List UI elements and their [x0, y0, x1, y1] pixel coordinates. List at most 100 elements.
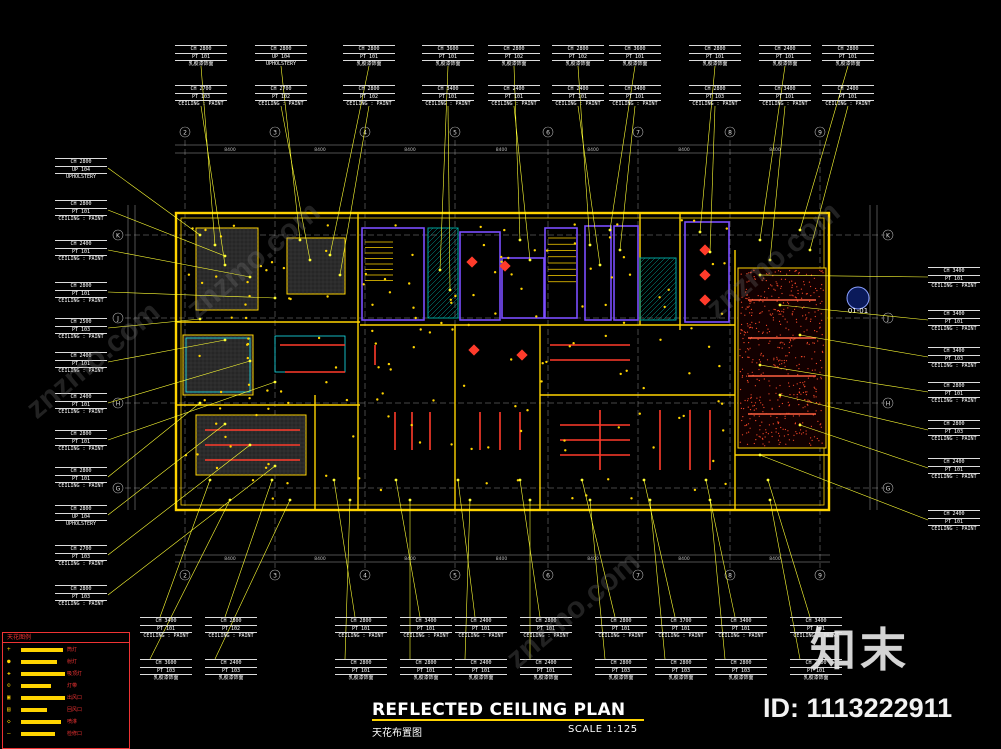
downlight: [451, 328, 454, 331]
feature-dot: [746, 273, 748, 275]
feature-dot: [773, 357, 775, 359]
hatch-line: [639, 257, 661, 279]
feature-dot: [755, 327, 758, 329]
tag-material-code: PT 102: [205, 626, 257, 633]
tag-ceiling-height: CH 3400: [609, 85, 661, 94]
tag-material-code: PT 101: [928, 467, 980, 474]
downlight: [449, 298, 452, 301]
downlight: [503, 228, 506, 232]
tag-material-code: PT 101: [595, 626, 647, 633]
legend-symbol: ●: [7, 658, 11, 665]
feature-dot: [807, 368, 809, 370]
feature-dot: [739, 355, 741, 357]
feature-dot: [748, 349, 750, 351]
feature-dot: [753, 442, 755, 445]
feature-dot: [751, 314, 753, 317]
feature-dot: [778, 320, 781, 322]
grid-bubble: [112, 312, 124, 324]
tag-finish: 乳胶漆饰面: [413, 675, 439, 681]
feature-dot: [776, 282, 778, 284]
partition-box: [501, 257, 545, 319]
hatch-line: [427, 227, 434, 234]
feature-dot: [780, 313, 782, 315]
feature-dot: [777, 346, 779, 348]
downlight: [545, 360, 548, 364]
leader-dot: [448, 288, 452, 292]
grid-bubble: [179, 126, 191, 138]
leader-dot: [768, 258, 772, 262]
feature-dot: [762, 404, 764, 406]
leader-dot: [708, 498, 712, 502]
tag-material-code: PT 101: [609, 94, 661, 101]
tag-material-code: PT 101: [715, 626, 767, 633]
feature-dot: [777, 439, 780, 441]
feature-dot: [810, 437, 812, 439]
grid-bubble: [359, 126, 371, 138]
feature-dot: [747, 356, 749, 358]
downlight: [255, 413, 258, 417]
leader-dot: [708, 250, 712, 254]
leader-line: [107, 402, 201, 478]
feature-dot: [762, 277, 765, 279]
feature-dot: [779, 363, 781, 365]
feature-dot: [772, 317, 775, 319]
feature-dot: [776, 335, 778, 337]
downlight: [507, 256, 510, 260]
feature-dot: [818, 440, 820, 442]
feature-dot: [762, 331, 764, 333]
feature-dot: [747, 381, 749, 383]
feature-dot: [778, 360, 780, 362]
feature-dot: [796, 321, 798, 323]
feature-dot: [776, 356, 778, 358]
dimension-text: 8400: [678, 556, 690, 562]
feature-dot: [779, 342, 781, 344]
feature-dot: [774, 364, 776, 366]
feature-dot: [778, 435, 781, 437]
feature-dot: [809, 320, 812, 322]
hatch-line: [427, 227, 459, 259]
feature-dot: [758, 331, 760, 333]
leader-dot: [468, 498, 472, 502]
leader-dot: [518, 238, 522, 242]
tag-finish: CEILING : PAINT: [208, 633, 254, 639]
hatch-line: [427, 237, 459, 269]
feature-dot: [798, 404, 800, 406]
tag-finish: 乳胶漆饰面: [356, 61, 382, 67]
feature-dot: [758, 415, 760, 417]
tag-ceiling-height: CH 2800: [689, 45, 741, 54]
feature-dot: [796, 383, 798, 385]
tag-ceiling-height: CH 2800: [175, 45, 227, 54]
feature-dot: [741, 323, 743, 326]
downlight: [244, 316, 248, 320]
drawing-scale: SCALE 1:125: [568, 724, 638, 735]
hatch-line: [672, 316, 677, 321]
feature-dot: [762, 372, 764, 374]
tag-ceiling-height: CH 2800: [715, 659, 767, 668]
grid-bubble: [359, 569, 371, 581]
leader-dot: [332, 478, 336, 482]
feature-dot: [813, 396, 815, 398]
leader-dot: [198, 317, 202, 321]
dimension-text: 8400: [587, 556, 599, 562]
leader-line: [619, 105, 636, 251]
feature-dot: [765, 273, 768, 275]
leader-line: [107, 381, 276, 441]
feature-dot: [741, 356, 744, 359]
legend-symbol: ▤: [7, 706, 11, 713]
tag-ceiling-height: CH 2800: [55, 585, 107, 594]
feature-dot: [768, 424, 771, 426]
feature-dot: [792, 339, 794, 341]
feature-dot: [758, 379, 760, 382]
feature-dot: [748, 327, 751, 329]
feature-dot: [788, 382, 790, 384]
feature-dot: [803, 331, 805, 333]
partition-box: [684, 221, 730, 323]
tag-ceiling-height: CH 3600: [422, 45, 474, 54]
feature-dot: [743, 331, 745, 333]
